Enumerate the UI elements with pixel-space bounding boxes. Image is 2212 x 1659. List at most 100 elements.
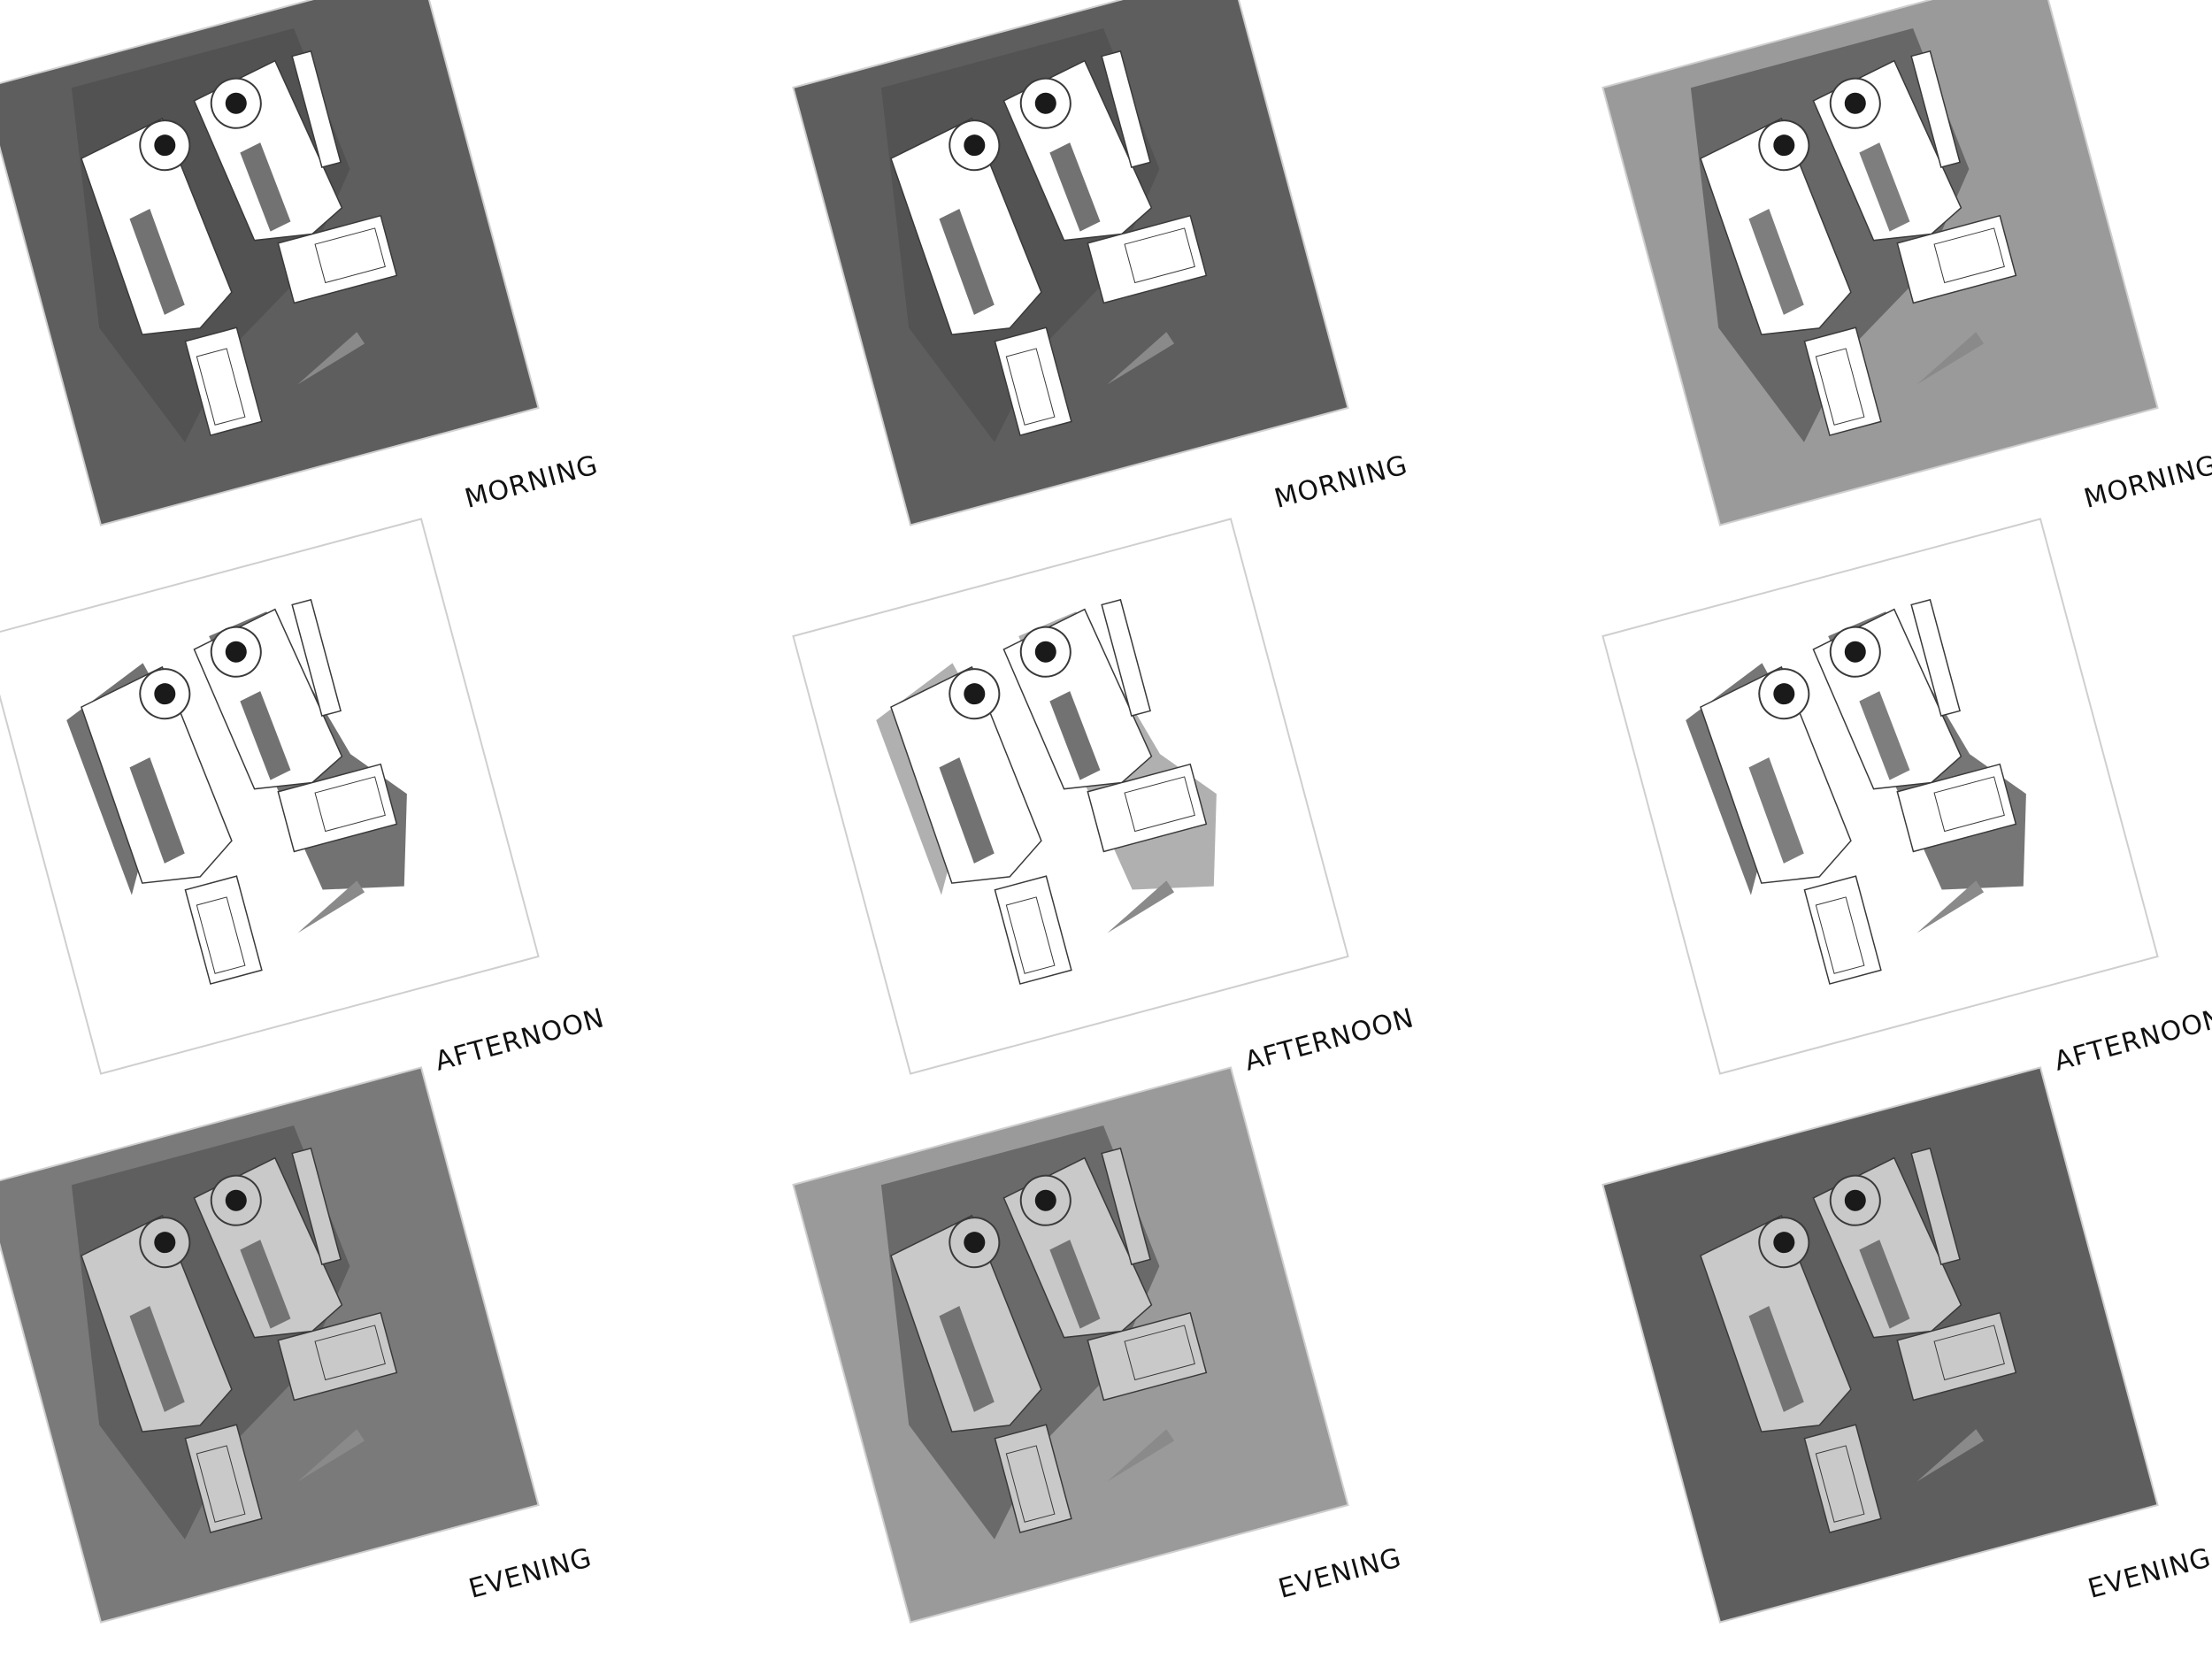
core-hole-left (154, 1232, 176, 1254)
roof-slab (291, 598, 342, 718)
time-label-winter-evening: EVENING (2085, 1542, 2212, 1605)
core-hole-right (1844, 1189, 1866, 1211)
core-hole-right (1844, 641, 1866, 663)
building-left-tower (81, 117, 233, 335)
core-hole-right (225, 92, 247, 114)
time-label-summer-morning: MORNING (1271, 449, 1411, 515)
site-plan-spring-afternoon (0, 518, 540, 1075)
site-boundary (0, 518, 540, 1075)
tower-notch (1859, 142, 1910, 232)
ramp-hatch (297, 332, 365, 385)
podium-inner-left (1005, 896, 1056, 974)
site-plan-winter-evening (1601, 1066, 2159, 1624)
building-left-tower (890, 117, 1042, 335)
podium-block-right (1087, 1311, 1208, 1402)
shadow-study-summer-evening (789, 1064, 1353, 1627)
tower-notch (1748, 209, 1804, 315)
tower-notch (1748, 1306, 1804, 1412)
podium-inner-left (196, 1445, 246, 1523)
podium-block-right (1896, 763, 2017, 853)
building-left-tower (1700, 665, 1852, 884)
ramp-hatch (1916, 1429, 1985, 1482)
core-hole-left (1773, 1232, 1795, 1254)
core-hole-left (964, 134, 986, 157)
building-left-tower (1700, 117, 1852, 335)
podium-inner-right (1124, 776, 1195, 833)
roof-slab (1910, 50, 1961, 169)
site-boundary (792, 518, 1349, 1075)
core-hole-left (964, 683, 986, 705)
site-plan-summer-morning (792, 0, 1349, 526)
ramp-hatch (1107, 332, 1175, 385)
podium-inner-right (314, 1325, 386, 1381)
podium-block-right (1896, 1311, 2017, 1402)
ramp-hatch (1107, 1429, 1175, 1482)
ramp-hatch (1107, 880, 1175, 933)
core-hole-left (154, 134, 176, 157)
core-hole-left (154, 683, 176, 705)
shadow-study-spring-evening (0, 1064, 542, 1627)
podium-inner-left (1005, 1445, 1056, 1523)
podium-inner-left (1815, 1445, 1865, 1523)
shadow-study-summer-afternoon (789, 515, 1353, 1079)
podium-inner-right (1933, 227, 2005, 284)
podium-block-right (1087, 214, 1208, 304)
roof-slab (1101, 598, 1151, 718)
site-plan-spring-morning (0, 0, 540, 526)
shadow-study-winter-evening (1599, 1064, 2162, 1627)
site-plan-summer-evening (792, 1066, 1349, 1624)
tower-notch (1049, 1240, 1101, 1329)
building-left-tower (81, 665, 233, 884)
core-hole-left (964, 1232, 986, 1254)
roof-slab (1101, 1147, 1151, 1266)
shadow-study-summer-morning (789, 0, 1353, 529)
podium-inner-right (1933, 776, 2005, 833)
podium-inner-right (1124, 1325, 1195, 1381)
roof-slab (291, 1147, 342, 1266)
ramp-hatch (1916, 880, 1985, 933)
ramp-hatch (297, 880, 365, 933)
tower-notch (1049, 142, 1101, 232)
core-hole-right (1034, 641, 1056, 663)
tower-notch (240, 1240, 291, 1329)
time-label-spring-morning: MORNING (461, 449, 602, 515)
building-left-tower (890, 665, 1042, 884)
podium-block-right (277, 763, 398, 853)
podium-inner-left (196, 896, 246, 974)
tower-notch (240, 691, 291, 780)
core-hole-right (225, 641, 247, 663)
roof-slab (1910, 598, 1961, 718)
tower-notch (939, 209, 995, 315)
shadow-study-winter-afternoon (1599, 515, 2162, 1079)
core-hole-right (1034, 1189, 1056, 1211)
podium-inner-right (1933, 1325, 2005, 1381)
time-label-summer-evening: EVENING (1275, 1542, 1405, 1605)
tower-notch (939, 757, 995, 864)
core-hole-right (1844, 92, 1866, 114)
podium-inner-left (196, 348, 246, 426)
building-left-tower (890, 1214, 1042, 1432)
tower-notch (1049, 691, 1101, 780)
podium-block-right (277, 1311, 398, 1402)
time-label-spring-evening: EVENING (465, 1542, 595, 1605)
ramp-hatch (297, 1429, 365, 1482)
site-plan-winter-afternoon (1601, 518, 2159, 1075)
time-label-spring-afternoon: AFTERNOON (432, 1002, 609, 1078)
podium-inner-right (314, 776, 386, 833)
roof-slab (1910, 1147, 1961, 1266)
podium-block-right (277, 214, 398, 304)
podium-inner-left (1005, 348, 1056, 426)
time-label-winter-morning: MORNING (2080, 449, 2212, 515)
roof-slab (291, 50, 342, 169)
building-left-tower (81, 1214, 233, 1432)
ramp-hatch (1916, 332, 1985, 385)
core-hole-left (1773, 134, 1795, 157)
shadow-study-spring-afternoon (0, 515, 542, 1079)
podium-inner-left (1815, 896, 1865, 974)
time-label-summer-afternoon: AFTERNOON (1241, 1002, 1418, 1078)
tower-notch (129, 1306, 185, 1412)
tower-notch (939, 1306, 995, 1412)
site-plan-summer-afternoon (792, 518, 1349, 1075)
shadow-study-spring-morning (0, 0, 542, 529)
shadow-study-winter-morning (1599, 0, 2162, 529)
